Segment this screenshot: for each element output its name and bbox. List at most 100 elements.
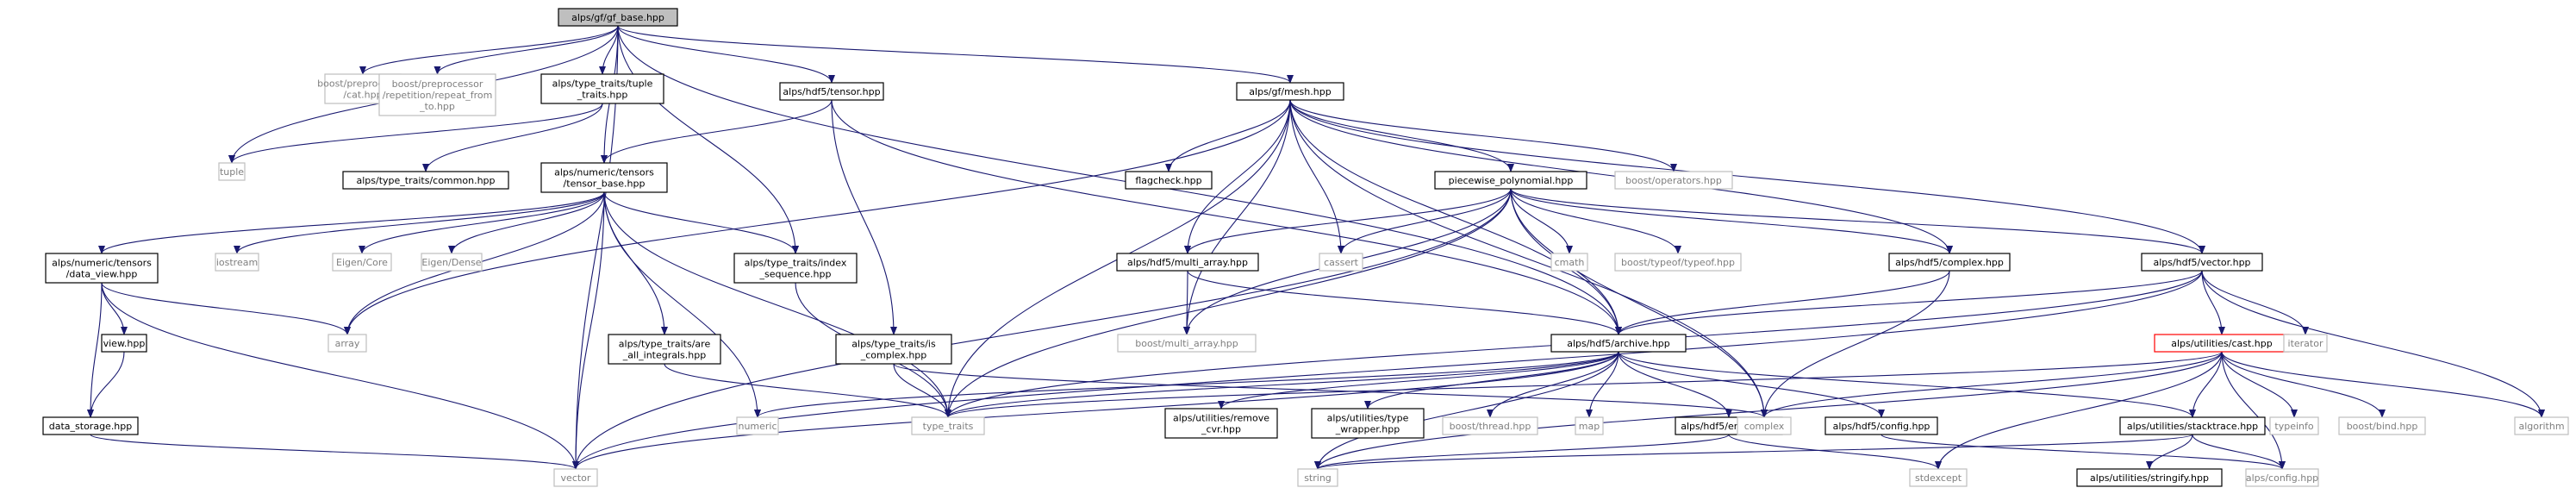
- node-label: alps/utilities/type: [1327, 413, 1409, 424]
- node-boost-operators-hpp: boost/operators.hpp: [1614, 171, 1733, 190]
- node-alps-hdf5-complex-hpp[interactable]: alps/hdf5/complex.hpp: [1888, 253, 2011, 272]
- edge-n8-to-n32: [603, 191, 761, 418]
- node-alps-type-traits-index-sequence-hpp[interactable]: alps/type_traits/index_sequence.hpp: [733, 253, 858, 284]
- node-box: [1550, 334, 1687, 353]
- node-label: alps/type_traits/are: [619, 339, 711, 350]
- node-alps-utilities-remove-cvr-hpp[interactable]: alps/utilities/remove_cvr.hpp: [1164, 408, 1278, 439]
- node-box: [553, 468, 598, 487]
- node-alps-hdf5-tensor-hpp[interactable]: alps/hdf5/tensor.hpp: [779, 82, 884, 101]
- edge-n22-to-n44: [2201, 270, 2545, 418]
- node-alps-utilities-type-wrapper-hpp[interactable]: alps/utilities/type_wrapper.hpp: [1311, 408, 1425, 439]
- node-label: boost/typeof/typeof.hpp: [1621, 257, 1735, 268]
- edge-n17-to-n28: [1187, 270, 1622, 335]
- node-label: alps/utilities/stringify.hpp: [2090, 472, 2209, 484]
- node-box: [1888, 253, 2011, 272]
- node-box: [1236, 82, 1344, 101]
- node-label: _to.hpp: [419, 101, 455, 112]
- node-alps-type-traits-is-complex-hpp[interactable]: alps/type_traits/is_complex.hpp: [835, 334, 952, 365]
- edge-n8-to-n33: [603, 191, 951, 418]
- edge-n38-to-n47: [1728, 434, 1942, 470]
- edge-n8-to-n12: [98, 191, 605, 254]
- edge-n6-to-n10: [1289, 99, 1514, 172]
- node-label: iostream: [216, 257, 258, 268]
- edge-n4-to-n7: [422, 103, 603, 172]
- node-label: stdexcept: [1915, 472, 1962, 484]
- node-label: array: [335, 338, 360, 349]
- node-box: [608, 334, 721, 365]
- node-data-storage-hpp[interactable]: data_storage.hpp: [42, 416, 139, 435]
- edge-n21-to-n40: [1761, 270, 1950, 418]
- edge-n6-to-n28: [1289, 99, 1622, 335]
- node-alps-gf-mesh-hpp[interactable]: alps/gf/mesh.hpp: [1236, 82, 1344, 101]
- node-alps-hdf5-vector-hpp[interactable]: alps/hdf5/vector.hpp: [2141, 253, 2263, 272]
- edge-n0-to-n3: [433, 25, 619, 75]
- node-alps-gf-gf-base-hpp[interactable]: alps/gf/gf_base.hpp: [558, 8, 678, 27]
- edge-n6-to-n22: [1289, 99, 2205, 254]
- node-alps-type-traits-tuple-traits-hpp[interactable]: alps/type_traits/tuple_traits.hpp: [540, 73, 664, 104]
- node-alps-utilities-cast-hpp[interactable]: alps/utilities/cast.hpp: [2154, 334, 2290, 353]
- edge-n10-to-n18: [1338, 188, 1512, 254]
- edge-n39-to-n49: [1881, 434, 2286, 470]
- node-string: string: [1297, 468, 1338, 487]
- nodes-layer: alps/gf/gf_base.hpptupleboost/preprocess…: [42, 8, 2569, 487]
- edge-n28-to-n41: [1618, 351, 2196, 418]
- edge-n0-to-n5: [617, 25, 835, 84]
- node-alps-hdf5-archive-hpp[interactable]: alps/hdf5/archive.hpp: [1550, 334, 1687, 353]
- node-box: [42, 416, 139, 435]
- node-label: alps/hdf5/config.hpp: [1833, 421, 1930, 432]
- node-label: cassert: [1324, 257, 1359, 268]
- edge-n0-to-n16: [617, 25, 799, 254]
- node-label: piecewise_polynomial.hpp: [1449, 175, 1574, 186]
- node-flagcheck-hpp[interactable]: flagcheck.hpp: [1125, 171, 1213, 190]
- node-box: [1297, 468, 1338, 487]
- node-box: [215, 253, 259, 272]
- edge-n41-to-n46: [1314, 434, 2193, 470]
- edge-n5-to-n8: [601, 99, 833, 164]
- node-label: alps/utilities/cast.hpp: [2171, 338, 2273, 349]
- edge-n29-to-n40: [1761, 351, 2223, 418]
- node-label: alps/type_traits/common.hpp: [356, 175, 495, 186]
- node-label: alps/numeric/tensors: [554, 167, 654, 178]
- node-box: [2076, 468, 2223, 487]
- edge-n6-to-n18: [1289, 99, 1344, 254]
- node-alps-numeric-tensors-tensor-base-hpp[interactable]: alps/numeric/tensors/tensor_base.hpp: [540, 162, 668, 193]
- node-alps-utilities-stacktrace-hpp[interactable]: alps/utilities/stacktrace.hpp: [2119, 416, 2266, 435]
- node-label: alps/hdf5/tensor.hpp: [783, 86, 880, 97]
- node-alps-numeric-tensors-data-view-hpp[interactable]: alps/numeric/tensors/data_view.hpp: [45, 253, 159, 284]
- node-box: [101, 334, 147, 353]
- node-box: [911, 416, 985, 435]
- node-algorithm: algorithm: [2514, 416, 2569, 435]
- node-view-hpp[interactable]: view.hpp: [101, 334, 147, 353]
- node-box: [218, 162, 246, 181]
- node-label: alps/hdf5/complex.hpp: [1895, 257, 2004, 268]
- node-alps-config-hpp: alps/config.hpp: [2245, 468, 2319, 487]
- edge-n6-to-n17: [1184, 99, 1291, 254]
- node-label: Eigen/Core: [336, 257, 388, 268]
- node-label: typeinfo: [2274, 421, 2313, 432]
- node-box: [733, 253, 858, 284]
- node-alps-utilities-stringify-hpp[interactable]: alps/utilities/stringify.hpp: [2076, 468, 2223, 487]
- node-box: [1614, 171, 1733, 190]
- node-label: alps/type_traits/tuple: [552, 78, 653, 90]
- edge-n29-to-n41: [2189, 351, 2223, 418]
- node-box: [1550, 253, 1588, 272]
- edge-n10-to-n33: [945, 188, 1512, 418]
- node-label: alps/gf/gf_base.hpp: [571, 12, 664, 23]
- node-alps-hdf5-config-hpp[interactable]: alps/hdf5/config.hpp: [1824, 416, 1938, 435]
- node-piecewise-polynomial-hpp[interactable]: piecewise_polynomial.hpp: [1434, 171, 1587, 190]
- node-alps-type-traits-are-all-integrals-hpp[interactable]: alps/type_traits/are_all_integrals.hpp: [608, 334, 721, 365]
- edge-n38-to-n46: [1314, 434, 1730, 470]
- node-box: [2283, 334, 2328, 353]
- node-box: [2119, 416, 2266, 435]
- node-boost-preprocessor-repetition-repeat-from-to-hpp: boost/preprocessor/repetition/repeat_fro…: [378, 73, 496, 116]
- node-alps-type-traits-common-hpp[interactable]: alps/type_traits/common.hpp: [342, 171, 509, 190]
- edge-n28-to-n39: [1618, 351, 1885, 418]
- edge-n5-to-n26: [831, 99, 897, 335]
- node-type-traits: type_traits: [911, 416, 985, 435]
- edge-n6-to-n40: [1289, 99, 1768, 418]
- node-label: /tensor_base.hpp: [564, 178, 646, 190]
- node-box: [421, 253, 483, 272]
- node-alps-hdf5-multi-array-hpp[interactable]: alps/hdf5/multi_array.hpp: [1116, 253, 1259, 272]
- node-label: boost/thread.hpp: [1450, 421, 1531, 432]
